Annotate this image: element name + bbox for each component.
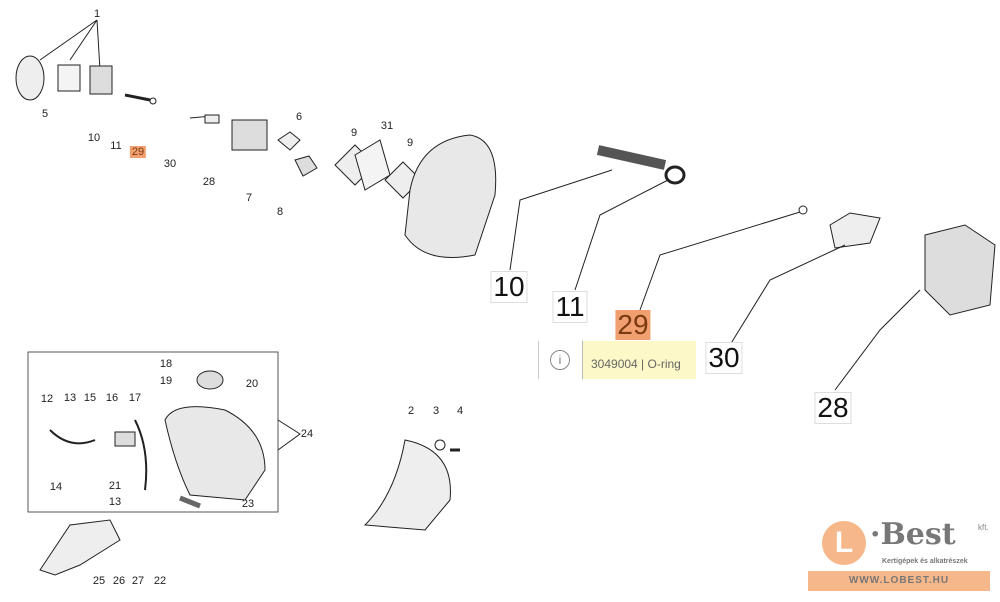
- logo-mark: L: [822, 521, 866, 565]
- callout-large-highlighted[interactable]: 29: [615, 309, 651, 340]
- part-washer-small: [149, 97, 157, 105]
- part-carb-small: [231, 119, 268, 151]
- part-fuel-cap: [196, 370, 224, 390]
- lobest-logo: L ·Best kft. Kertigépek és alkatrészek W…: [808, 515, 992, 595]
- callout[interactable]: 19: [159, 375, 173, 387]
- part-cylinder: [404, 134, 497, 258]
- part-31: [354, 139, 391, 191]
- callout[interactable]: 14: [49, 481, 63, 493]
- logo-url: WWW.LOBEST.HU: [808, 571, 990, 591]
- part-6: [277, 131, 301, 151]
- callout[interactable]: 9: [350, 127, 358, 139]
- callout[interactable]: 27: [131, 575, 145, 587]
- callout[interactable]: 11: [110, 140, 122, 152]
- callout[interactable]: 3: [432, 405, 440, 417]
- callout[interactable]: 13: [63, 392, 77, 404]
- callout-highlighted[interactable]: 29: [129, 146, 147, 158]
- part-filter-holder: [89, 65, 113, 95]
- callout[interactable]: 9: [406, 137, 414, 149]
- divider: [538, 341, 539, 379]
- logo-suffix: kft.: [978, 523, 989, 532]
- callout[interactable]: 26: [112, 575, 126, 587]
- callout[interactable]: 7: [245, 192, 253, 204]
- part-fuel-tank: [164, 406, 266, 501]
- callout-large[interactable]: 11: [552, 291, 588, 323]
- logo-name: ·Best: [870, 517, 956, 552]
- info-icon: i: [550, 350, 570, 370]
- part-gasket: [829, 212, 881, 249]
- callout[interactable]: 13: [108, 496, 122, 508]
- callout[interactable]: 5: [41, 108, 49, 120]
- part-carburetor: [924, 224, 996, 316]
- callout[interactable]: 12: [40, 393, 54, 405]
- part-8: [294, 155, 318, 177]
- tooltip-text: 3049004 | O-ring: [582, 341, 696, 379]
- callout[interactable]: 17: [128, 392, 142, 404]
- callout[interactable]: 28: [202, 176, 216, 188]
- part-washer-3: [434, 439, 446, 451]
- callout[interactable]: 6: [295, 111, 303, 123]
- part-bolt-small: [124, 93, 151, 102]
- part-gasket-small: [204, 114, 220, 124]
- leader-1: [39, 19, 101, 71]
- callout[interactable]: 25: [92, 575, 106, 587]
- part-bolt: [596, 145, 667, 170]
- callout[interactable]: 22: [153, 575, 167, 587]
- callout[interactable]: 20: [245, 378, 259, 390]
- callout-large[interactable]: 30: [705, 342, 743, 374]
- part-fuel-pump: [114, 431, 136, 447]
- part-oring: [798, 205, 808, 215]
- callout[interactable]: 10: [87, 132, 101, 144]
- callout[interactable]: 2: [407, 405, 415, 417]
- part-filter-23: [179, 495, 201, 509]
- callout[interactable]: 18: [159, 358, 173, 370]
- callout[interactable]: 16: [105, 392, 119, 404]
- part-tooltip: i 3049004 | O-ring: [538, 341, 698, 379]
- logo-tagline: Kertigépek és alkatrészek: [882, 558, 968, 565]
- callout[interactable]: 4: [456, 405, 464, 417]
- callout[interactable]: 23: [241, 498, 255, 510]
- callout[interactable]: 31: [380, 120, 394, 132]
- callout[interactable]: 30: [163, 158, 177, 170]
- part-air-filter-cover: [15, 55, 45, 101]
- callout-large[interactable]: 10: [490, 271, 528, 303]
- part-guard: [363, 439, 451, 531]
- part-washer: [664, 165, 686, 185]
- callout[interactable]: 21: [108, 480, 122, 492]
- callout-large[interactable]: 28: [814, 392, 852, 424]
- callout[interactable]: 1: [93, 8, 101, 20]
- part-filter: [57, 64, 81, 92]
- callout[interactable]: 15: [83, 392, 97, 404]
- callout[interactable]: 24: [300, 428, 314, 440]
- part-handle-bracket: [39, 519, 121, 576]
- callout[interactable]: 8: [276, 206, 284, 218]
